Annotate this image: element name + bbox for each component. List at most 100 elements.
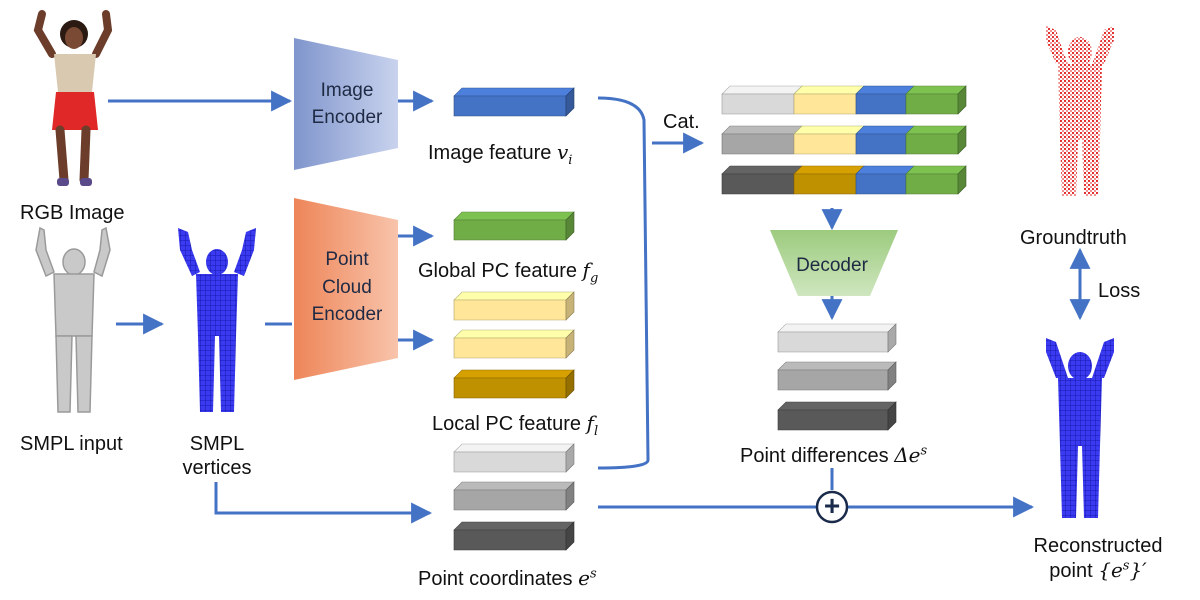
global-feature-subscript: g	[589, 271, 599, 286]
image-feature-subscript: i	[568, 153, 573, 168]
coords-bar-1-seg0-front	[453, 451, 567, 473]
local-feature-bar-1-seg0-top	[453, 291, 575, 301]
diff-bar-2-seg0-front	[777, 369, 889, 391]
image-encoder-block	[294, 38, 398, 170]
concat-bar-1-seg1-front	[793, 93, 857, 115]
reconstructed-label: Reconstructed point {es}′	[1018, 534, 1178, 583]
point-diff-superscript: s	[920, 443, 928, 459]
coords-bar-1-side	[565, 443, 575, 473]
pc-encoder-label: Point Cloud Encoder	[300, 246, 394, 329]
reconstructed-symbol: {e	[1098, 558, 1123, 582]
local-feature-bar-1-side	[565, 291, 575, 321]
coords-bar-3-seg0-top	[453, 521, 575, 531]
concat-bar-1-seg0-front	[721, 93, 795, 115]
global-feature-text: Global PC feature	[418, 260, 577, 282]
diff-bar-1-seg0-top	[777, 323, 897, 333]
point-coords-text: Point coordinates	[418, 568, 573, 590]
point-coords-superscript: s	[589, 566, 597, 582]
concat-bar-1-seg0-top	[721, 85, 803, 95]
local-feature-bar-3-side	[565, 369, 575, 399]
concat-bar-1-seg1-top	[793, 85, 865, 95]
arrow-vertices-to-coords	[214, 482, 433, 524]
point-coords-label: Point coordinates es	[418, 566, 597, 591]
smpl-vertices-label: SMPL vertices	[172, 432, 262, 480]
diff-bar-2-seg0-top	[777, 361, 897, 371]
global-feature-bar-seg0-top	[453, 211, 575, 221]
image-feature-bar-seg0-front	[453, 95, 567, 117]
coords-bar-3-side	[565, 521, 575, 551]
reconstructed-tail: }′	[1129, 558, 1147, 582]
smpl-input-label: SMPL input	[20, 433, 123, 455]
reconstructed-superscript: s	[1122, 558, 1130, 574]
concat-bar-2-seg1-top	[793, 125, 865, 135]
global-feature-label: Global PC feature fg	[418, 258, 598, 287]
coords-bar-1-seg0-top	[453, 443, 575, 453]
coords-bar-2-seg0-top	[453, 481, 575, 491]
point-diff-text: Point differences	[740, 445, 889, 467]
image-feature-symbol: v	[556, 140, 569, 164]
point-coords-symbol: e	[578, 566, 590, 590]
plus-sign: +	[823, 490, 841, 521]
image-encoder-label-line1: Image	[320, 80, 374, 101]
image-feature-bar-seg0-top	[453, 87, 575, 97]
rgb-image-photo	[33, 10, 113, 186]
reconstructed-point-mesh	[1046, 338, 1114, 518]
concat-bar-3-seg1-top	[793, 165, 865, 175]
connector-lines	[108, 90, 1091, 524]
concat-bar-3-seg0-front	[721, 173, 795, 195]
pc-encoder-label-line2: Cloud	[322, 276, 372, 298]
concat-bar-2-seg3-front	[905, 133, 959, 155]
local-feature-bar-2-seg0-top	[453, 329, 575, 339]
smpl-input-mesh	[35, 226, 111, 413]
concat-bar-3-seg0-top	[721, 165, 803, 175]
coords-bar-3-seg0-front	[453, 529, 567, 551]
coords-bar-2-seg0-front	[453, 489, 567, 511]
diff-bar-2-side	[887, 361, 897, 391]
point-cloud-encoder-block	[294, 198, 398, 380]
pc-encoder-label-line3: Encoder	[311, 304, 383, 326]
loss-label: Loss	[1098, 280, 1141, 302]
smpl-vertices-label-line1: SMPL	[189, 433, 245, 455]
concat-bar-1-seg3-top	[905, 85, 967, 95]
rgb-image-label: RGB Image	[20, 202, 125, 224]
feature-bars	[453, 85, 967, 551]
smpl-vertices-mesh	[178, 228, 256, 412]
reconstructed-label-text: point	[1049, 560, 1093, 582]
reconstructed-label-line1: Reconstructed	[1033, 535, 1163, 557]
local-feature-bar-2-side	[565, 329, 575, 359]
pc-encoder-label-line1: Point	[325, 249, 369, 270]
concat-bar-1-side	[957, 85, 967, 115]
concat-bar-3-side	[957, 165, 967, 195]
concat-bar-3-seg3-front	[905, 173, 959, 195]
plus-circle	[815, 490, 849, 524]
concat-bar-3-seg1-front	[793, 173, 857, 195]
concat-bar-2-seg0-front	[721, 133, 795, 155]
local-feature-subscript: l	[593, 424, 599, 439]
global-feature-bar-seg0-front	[453, 219, 567, 241]
local-feature-label: Local PC feature fl	[432, 411, 598, 440]
concat-bar-2-seg1-front	[793, 133, 857, 155]
image-feature-text: Image feature	[428, 142, 552, 164]
diff-bar-3-side	[887, 401, 897, 431]
diff-bar-1-side	[887, 323, 897, 353]
point-diff-symbol: Δe	[894, 443, 921, 467]
concat-bar-3-seg3-top	[905, 165, 967, 175]
concat-bar-3-seg2-front	[855, 173, 907, 195]
diff-bar-3-seg0-top	[777, 401, 897, 411]
global-feature-bar-side	[565, 211, 575, 241]
diff-bar-3-seg0-front	[777, 409, 889, 431]
diff-bar-1-seg0-front	[777, 331, 889, 353]
brace-concat	[597, 96, 650, 470]
concat-bar-2-seg2-top	[855, 125, 915, 135]
local-feature-text: Local PC feature	[432, 413, 581, 435]
local-feature-bar-1-seg0-front	[453, 299, 567, 321]
coords-bar-2-side	[565, 481, 575, 511]
cat-label: Cat.	[663, 111, 700, 133]
concat-bar-2-side	[957, 125, 967, 155]
image-encoder-label-line2: Encoder	[311, 106, 383, 128]
reconstructed-label-line2: point {es}′	[1018, 558, 1178, 583]
smpl-vertices-label-line2: vertices	[182, 457, 252, 479]
concat-bar-1-seg2-top	[855, 85, 915, 95]
groundtruth-point-cloud	[1046, 26, 1114, 196]
